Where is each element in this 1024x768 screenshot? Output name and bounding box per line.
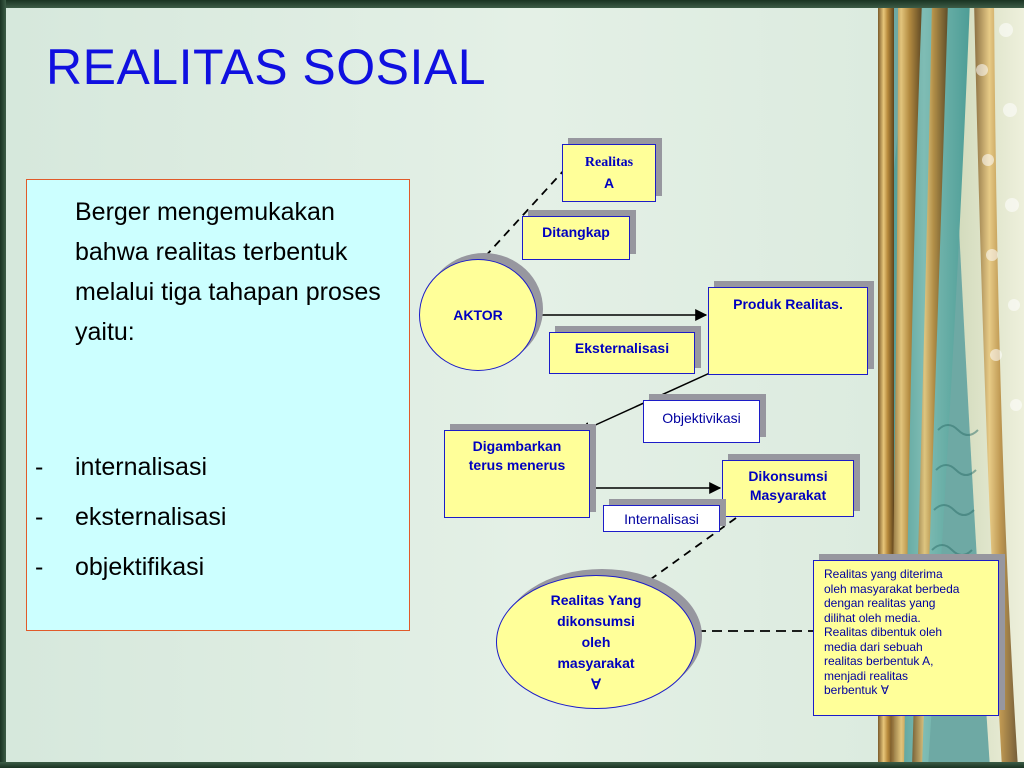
digambarkan-line1: Digambarkan [472,438,562,454]
produk-realitas-label: Produk Realitas. [733,296,843,312]
bullet-marker: - [35,503,44,531]
realitas-yang-text: Realitas Yang dikonsumsi oleh masyarakat… [551,590,642,695]
note-line: realitas berbentuk A, [824,654,934,668]
realitas-a-symbol: A [603,175,615,191]
dikonsumsi-box: Dikonsumsi Masyarakat [722,460,854,517]
internalisasi-label: Internalisasi [624,511,699,527]
note-box: Realitas yang diterima oleh masyarakat b… [813,560,999,716]
dikonsumsi-line2: Masyarakat [749,487,827,503]
objektivikasi-label: Objektivikasi [662,410,741,426]
bullet-text: objektifikasi [75,553,205,581]
realitas-yang-symbol: ∀ [591,675,601,692]
eksternalisasi-box: Eksternalisasi [549,332,695,374]
text-box: Berger mengemukakan bahwa realitas terbe… [26,179,410,631]
realitas-yang-line3: oleh [581,633,611,650]
slide-title: REALITAS SOSIAL [46,39,487,95]
ditangkap-label: Ditangkap [542,224,610,240]
bullet-text: internalisasi [75,453,208,481]
note-line: oleh masyarakat berbeda [824,581,960,596]
digambarkan-line2: terus menerus [468,457,566,473]
note-line: media dari sebuah [824,639,923,654]
realitas-yang-line1: Realitas Yang [550,591,642,608]
note-line: Realitas yang diterima [824,567,943,581]
realitas-a-box: Realitas A [562,144,656,202]
note-line: Realitas dibentuk oleh [824,625,943,639]
note-line: dengan realitas yang [824,596,936,610]
frame-top [0,0,1024,8]
realitas-a-label: Realitas [584,155,634,170]
note-line: menjadi realitas [824,668,909,683]
ditangkap-box: Ditangkap [522,216,630,260]
bullet-text: eksternalisasi [75,503,227,531]
bullet-marker: - [35,453,44,481]
bullet-marker: - [35,553,44,581]
objektivikasi-box: Objektivikasi [643,400,760,443]
aktor-label: AKTOR [453,307,503,323]
eksternalisasi-label: Eksternalisasi [574,340,670,356]
note-line: berbentuk ∀ [824,683,889,697]
realitas-yang-dikonsumsi-oval: Realitas Yang dikonsumsi oleh masyarakat… [496,575,696,709]
produk-realitas-box: Produk Realitas. [708,287,868,375]
frame-bottom [0,762,1024,768]
frame-left [0,0,6,768]
intro-text: Berger mengemukakan bahwa realitas terbe… [75,198,381,346]
digambarkan-box: Digambarkan terus menerus [444,430,590,518]
realitas-yang-line4: masyarakat [557,654,635,671]
realitas-yang-line2: dikonsumsi [557,612,635,629]
aktor-oval: AKTOR [419,259,537,371]
note-line: dilihat oleh media. [824,610,921,625]
internalisasi-box: Internalisasi [603,505,720,532]
dikonsumsi-line1: Dikonsumsi [748,468,828,484]
